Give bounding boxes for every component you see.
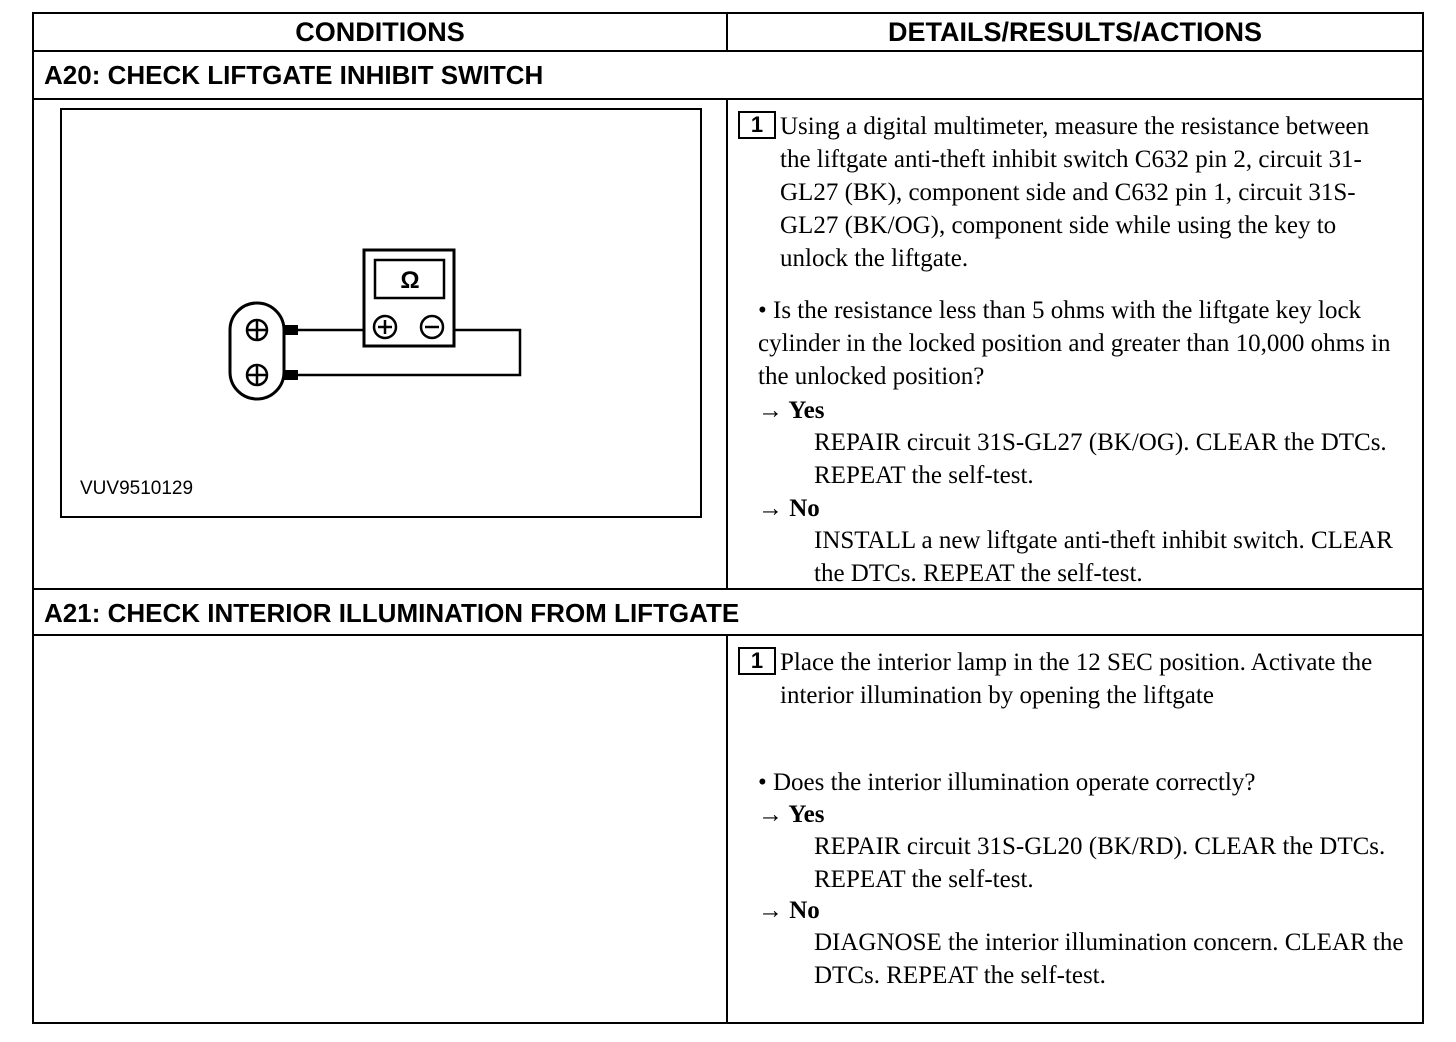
details-cell-a20: 1 Using a digital multimeter, measure th…	[730, 100, 1422, 588]
action-no-a20: INSTALL a new liftgate anti-theft inhibi…	[814, 527, 1393, 587]
figure-label: VUV9510129	[80, 478, 194, 499]
conditions-cell-a21	[34, 636, 728, 1022]
conditions-cell-a20: Ω VUV9510129	[34, 100, 728, 588]
connector-outline	[228, 301, 286, 401]
action-yes-a21: REPAIR circuit 31S-GL20 (BK/RD). CLEAR t…	[814, 833, 1386, 893]
step-number-box: 1	[738, 111, 776, 139]
answer-no-a21: → No	[758, 897, 820, 924]
step-1-a20: 1 Using a digital multimeter, measure th…	[738, 110, 1398, 275]
section-title-a21: A21: CHECK INTERIOR ILLUMINATION FROM LI…	[34, 588, 1422, 636]
question-a20: • Is the resistance less than 5 ohms wit…	[758, 297, 1391, 390]
step-number-box: 1	[738, 647, 776, 675]
answer-no-a20: → No	[758, 495, 820, 522]
ohm-symbol: Ω	[400, 267, 419, 294]
multimeter-diagram: Ω VUV9510129	[60, 108, 702, 518]
action-no-a21: DIAGNOSE the interior illumination conce…	[814, 929, 1404, 989]
action-yes-a20: REPAIR circuit 31S-GL27 (BK/OG). CLEAR t…	[814, 429, 1387, 489]
step-instruction: Place the interior lamp in the 12 SEC po…	[780, 649, 1373, 709]
multimeter-connection-svg: Ω	[228, 248, 522, 401]
probe-tip-bottom	[284, 370, 298, 380]
lead-negative	[298, 328, 522, 377]
question-a21: • Does the interior illumination operate…	[758, 769, 1256, 796]
answer-yes-a20: → Yes	[758, 397, 825, 424]
answer-yes-a21: → Yes	[758, 801, 825, 828]
step-1-a21: 1 Place the interior lamp in the 12 SEC …	[738, 646, 1398, 712]
section-title-a20: A20: CHECK LIFTGATE INHIBIT SWITCH	[34, 52, 1422, 100]
column-header-conditions: CONDITIONS	[34, 14, 728, 52]
probe-tip-top	[284, 325, 298, 335]
details-cell-a21: 1 Place the interior lamp in the 12 SEC …	[730, 636, 1422, 1022]
step-instruction: Using a digital multimeter, measure the …	[780, 113, 1370, 272]
column-header-details: DETAILS/RESULTS/ACTIONS	[728, 14, 1422, 52]
diagnostic-table: CONDITIONS DETAILS/RESULTS/ACTIONS A20: …	[32, 12, 1424, 1024]
multimeter-display	[373, 258, 446, 300]
